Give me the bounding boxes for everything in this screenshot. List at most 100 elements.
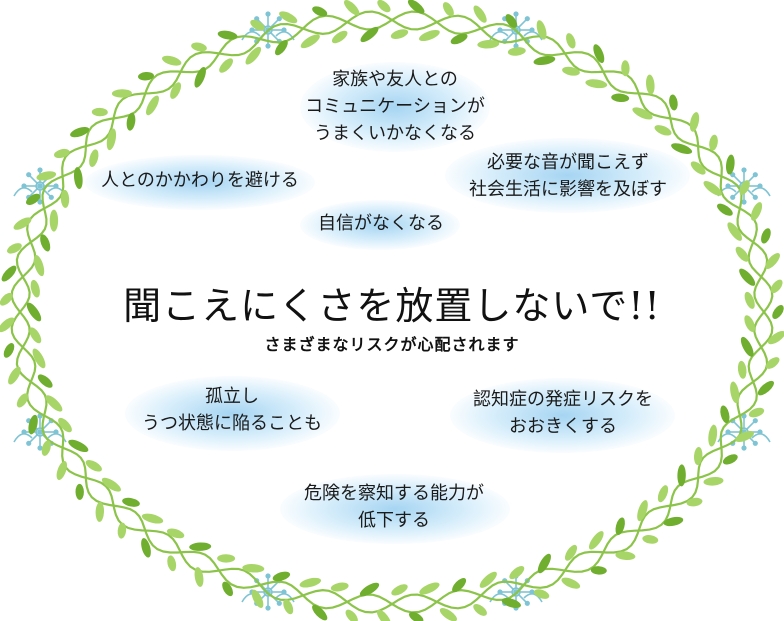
leaf-shape [191, 42, 207, 52]
leaf-shape [708, 424, 718, 447]
glow-risk-7 [280, 474, 510, 544]
ornament-swirl [717, 433, 737, 443]
risk-social-life: 必要な音が聞こえず 社会生活に影響を及ぼす [469, 149, 667, 203]
leaf-shape [141, 538, 151, 558]
ornament-stem [515, 18, 528, 31]
leaf-shape [219, 58, 233, 73]
ornament-dot [524, 600, 530, 606]
ornament-stem [504, 29, 517, 42]
ornament-dot [26, 440, 32, 446]
leaf-shape [360, 26, 379, 43]
leaf-shape [377, 0, 391, 13]
leaf-shape [330, 582, 349, 592]
leaf-shape [740, 336, 754, 357]
leaf-shape [194, 67, 206, 88]
leaf-shape [615, 517, 625, 535]
leaf-shape [0, 292, 13, 306]
leaf-shape [642, 535, 659, 544]
risk-line: コミュニケーションが [305, 96, 485, 117]
leaf-shape [60, 189, 70, 208]
leaf-shape [28, 414, 38, 435]
leaf-shape [122, 497, 140, 507]
glow-risk-6 [450, 378, 675, 453]
leaf-shape [739, 180, 750, 195]
leaf-shape [95, 501, 105, 522]
leaf-shape [26, 193, 41, 206]
leaf-shape [727, 222, 742, 241]
leaf-shape [735, 246, 749, 262]
leaf-shape [533, 589, 550, 599]
ornament-center [263, 25, 273, 35]
leaf-shape [735, 431, 754, 442]
glow-risk-3 [445, 138, 690, 213]
leaf-shape [566, 33, 576, 49]
leaf-shape [26, 302, 42, 322]
leaf-shape [275, 39, 288, 56]
leaf-shape [222, 581, 233, 597]
risk-line: おおきくする [509, 416, 617, 437]
leaf-shape [117, 522, 127, 539]
ornament-stem [515, 591, 528, 604]
leaf-shape [30, 279, 40, 298]
leaf-shape [744, 291, 755, 309]
ornament-dot [48, 194, 54, 200]
leaf-shape [376, 609, 391, 621]
leaf-shape [509, 566, 525, 580]
leaf-shape [85, 460, 102, 472]
leaf-shape [477, 39, 500, 49]
glow-risk-2 [85, 155, 315, 210]
ornament-swirl [241, 31, 261, 41]
leaf-shape [312, 604, 328, 621]
risk-communication: 家族や友人との コミュニケーションが うまくいかなくなる [305, 66, 485, 147]
risk-line: 危険を察知する能力が [304, 483, 484, 504]
ornament-dot [37, 167, 43, 173]
leaf-shape [690, 161, 706, 175]
ornament-swirl [13, 187, 33, 197]
ornament-dot [730, 194, 736, 200]
ornament-dot [752, 440, 758, 446]
leaf-shape [391, 584, 408, 596]
leaf-shape [40, 234, 51, 252]
leaf-shape [770, 279, 783, 294]
leaf-shape [501, 598, 521, 608]
leaf-shape [562, 66, 580, 76]
leaf-shape [654, 125, 672, 136]
leaf-shape [703, 181, 722, 196]
ornament-dot [752, 172, 758, 178]
leaf-shape [106, 128, 117, 151]
leaf-shape [748, 407, 765, 418]
leaf-shape [646, 74, 655, 95]
leaf-shape [663, 516, 684, 527]
leaf-shape [89, 149, 99, 167]
leaf-shape [56, 460, 68, 481]
leaf-shape [75, 483, 84, 500]
leaf-shape [419, 582, 440, 595]
leaf-shape [709, 134, 718, 151]
leaf-shape [452, 578, 467, 593]
leaf-shape [615, 551, 636, 560]
ornament-swirl [751, 187, 771, 197]
leaf-shape [126, 112, 136, 131]
leaf-shape [720, 405, 730, 424]
leaf-shape [669, 94, 678, 111]
ornament-dot [276, 16, 282, 22]
leaf-shape [91, 107, 108, 117]
leaf-shape [536, 20, 547, 40]
leaf-shape [37, 374, 53, 388]
ornament-swirl [523, 593, 543, 603]
leaf-shape [13, 217, 32, 230]
ornament-swirl [13, 433, 33, 443]
ornament-stem [743, 420, 756, 433]
vine-strokes [10, 10, 774, 614]
leaf-shape [279, 11, 298, 24]
leaf-shape [68, 439, 89, 453]
leaf-shape [32, 348, 46, 369]
leaf-shape [345, 609, 358, 621]
leaf-shape [657, 485, 669, 503]
ornament-dot [741, 199, 747, 205]
ornament-dot [524, 16, 530, 22]
leaf-shape [41, 440, 51, 456]
ornament-dot [265, 605, 271, 611]
leaf-shape [637, 500, 648, 522]
